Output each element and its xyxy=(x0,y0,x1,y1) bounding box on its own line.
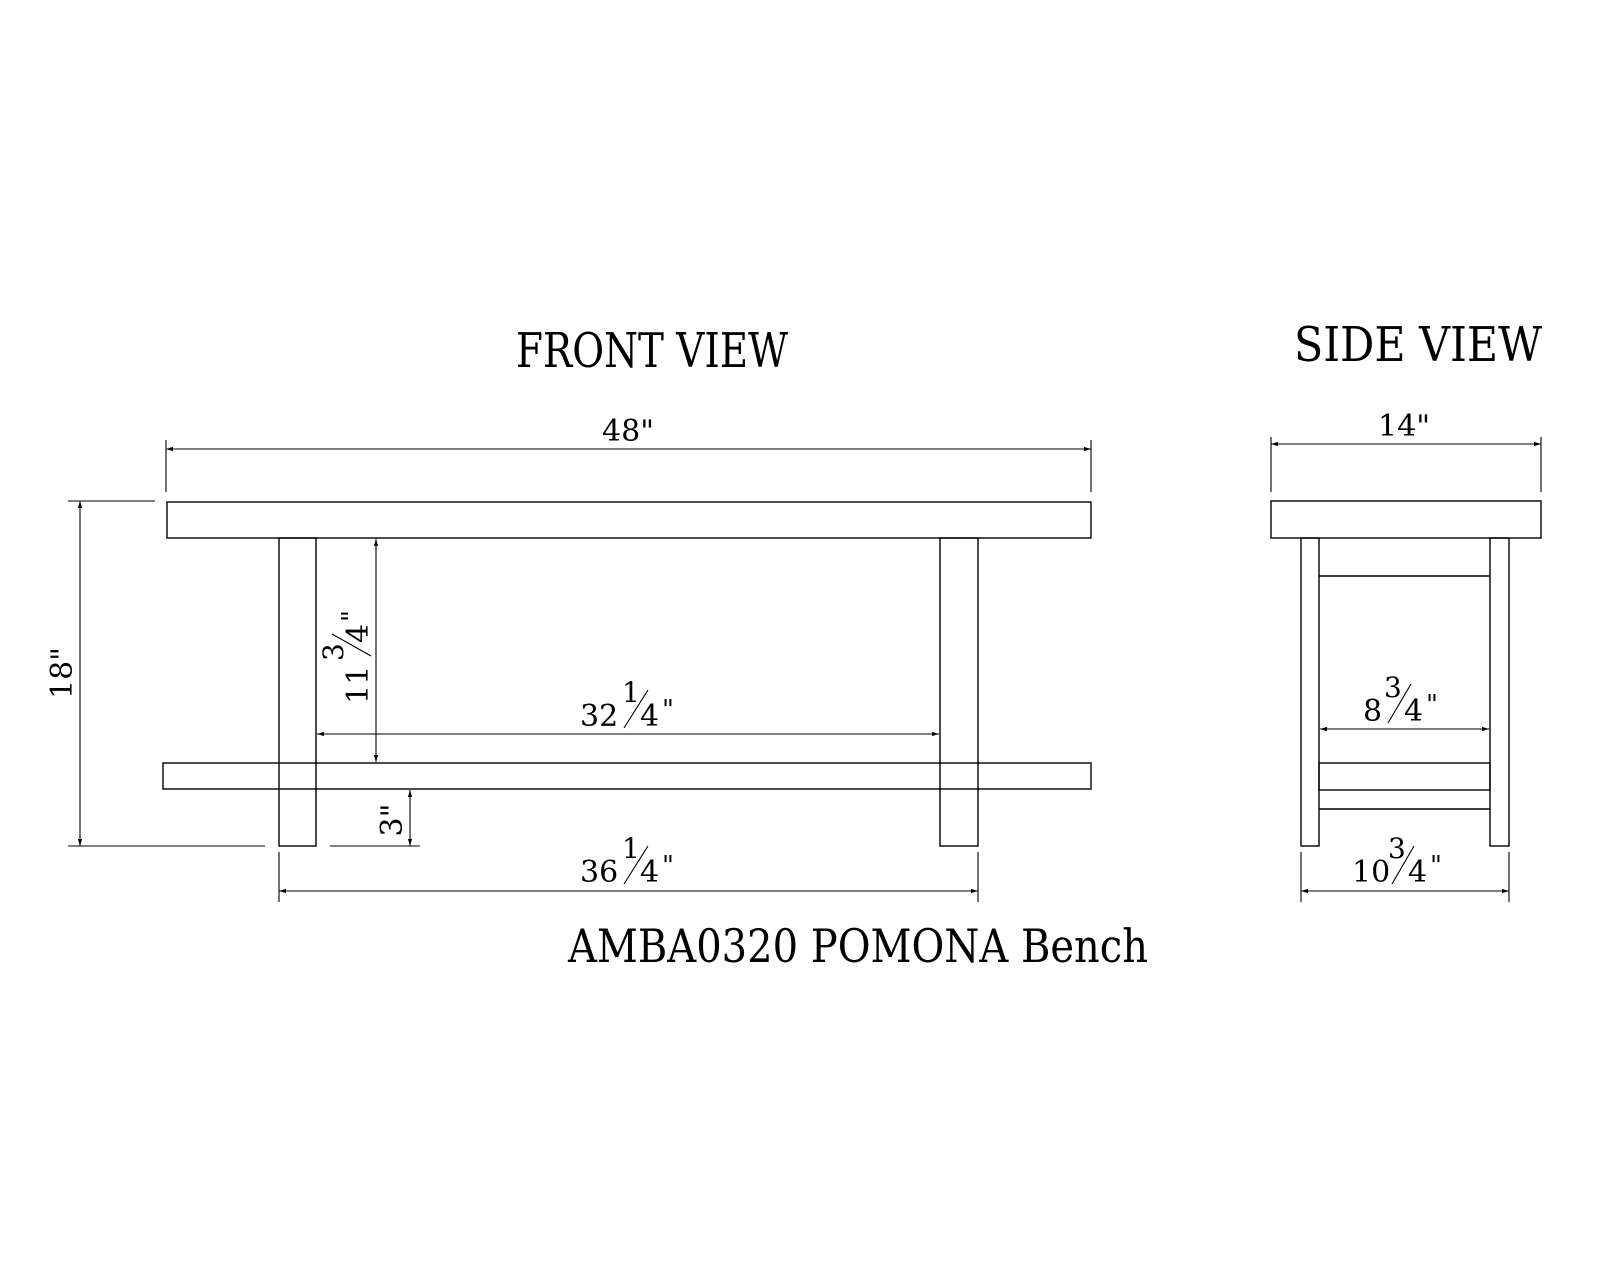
dim-leg-span: 36 1 4 " xyxy=(278,832,979,902)
front-right-leg xyxy=(939,537,979,847)
dim-inner-span-den: 4 xyxy=(640,699,659,734)
dim-leg-span-unit: " xyxy=(662,851,674,881)
dim-inner-depth-den: 4 xyxy=(1404,694,1423,729)
side-right-leg xyxy=(1489,537,1510,847)
dim-shelf-clearance: 3" xyxy=(330,790,420,847)
dim-leg-depth-num: 3 xyxy=(1388,832,1406,865)
dim-inner-span: 32 1 4 " xyxy=(317,676,939,737)
dim-inner-depth-num: 3 xyxy=(1384,671,1402,704)
dim-inner-span-unit: " xyxy=(662,695,674,725)
dim-inner-height-unit: " xyxy=(337,610,367,622)
front-view-label: FRONT VIEW xyxy=(516,323,789,379)
dim-inner-height: 11 3 4 " xyxy=(317,539,379,762)
side-view: SIDE VIEW 14" 8 3 4 " xyxy=(1270,317,1543,902)
dim-inner-depth: 8 3 4 " xyxy=(1320,671,1489,732)
dim-leg-depth-whole: 10 xyxy=(1352,855,1390,890)
dim-leg-span-num: 1 xyxy=(622,832,640,865)
dim-inner-depth-unit: " xyxy=(1426,690,1438,720)
dim-inner-depth-whole: 8 xyxy=(1363,694,1382,729)
front-lower-shelf xyxy=(162,762,1092,790)
side-lower-shelf xyxy=(1318,762,1491,791)
side-seat-slab xyxy=(1270,500,1542,539)
dim-height: 18" xyxy=(45,500,265,847)
drawing-title: AMBA0320 POMONA Bench xyxy=(567,919,1148,973)
dim-overall-width-label: 48" xyxy=(602,414,654,449)
front-view: FRONT VIEW 48" 18" xyxy=(45,323,1092,902)
dim-shelf-clearance-label: 3" xyxy=(375,804,410,837)
dim-leg-span-den: 4 xyxy=(640,855,659,890)
dim-inner-span-num: 1 xyxy=(622,676,640,709)
dim-depth: 14" xyxy=(1270,409,1542,492)
front-left-leg xyxy=(278,537,317,847)
dim-height-label: 18" xyxy=(45,647,80,699)
dim-leg-depth: 10 3 4 " xyxy=(1300,832,1510,902)
dim-overall-width: 48" xyxy=(165,414,1092,492)
dim-leg-depth-den: 4 xyxy=(1408,855,1427,890)
dim-depth-label: 14" xyxy=(1378,409,1430,444)
dim-inner-height-num: 3 xyxy=(317,643,350,661)
dim-inner-height-whole: 11 xyxy=(341,666,376,704)
side-view-label: SIDE VIEW xyxy=(1294,317,1543,373)
dim-inner-span-whole: 32 xyxy=(580,699,618,734)
dim-inner-height-den: 4 xyxy=(341,624,376,643)
front-seat-slab xyxy=(166,501,1092,539)
dim-leg-depth-unit: " xyxy=(1430,851,1442,881)
dim-leg-span-whole: 36 xyxy=(580,855,618,890)
side-left-leg xyxy=(1300,537,1320,847)
